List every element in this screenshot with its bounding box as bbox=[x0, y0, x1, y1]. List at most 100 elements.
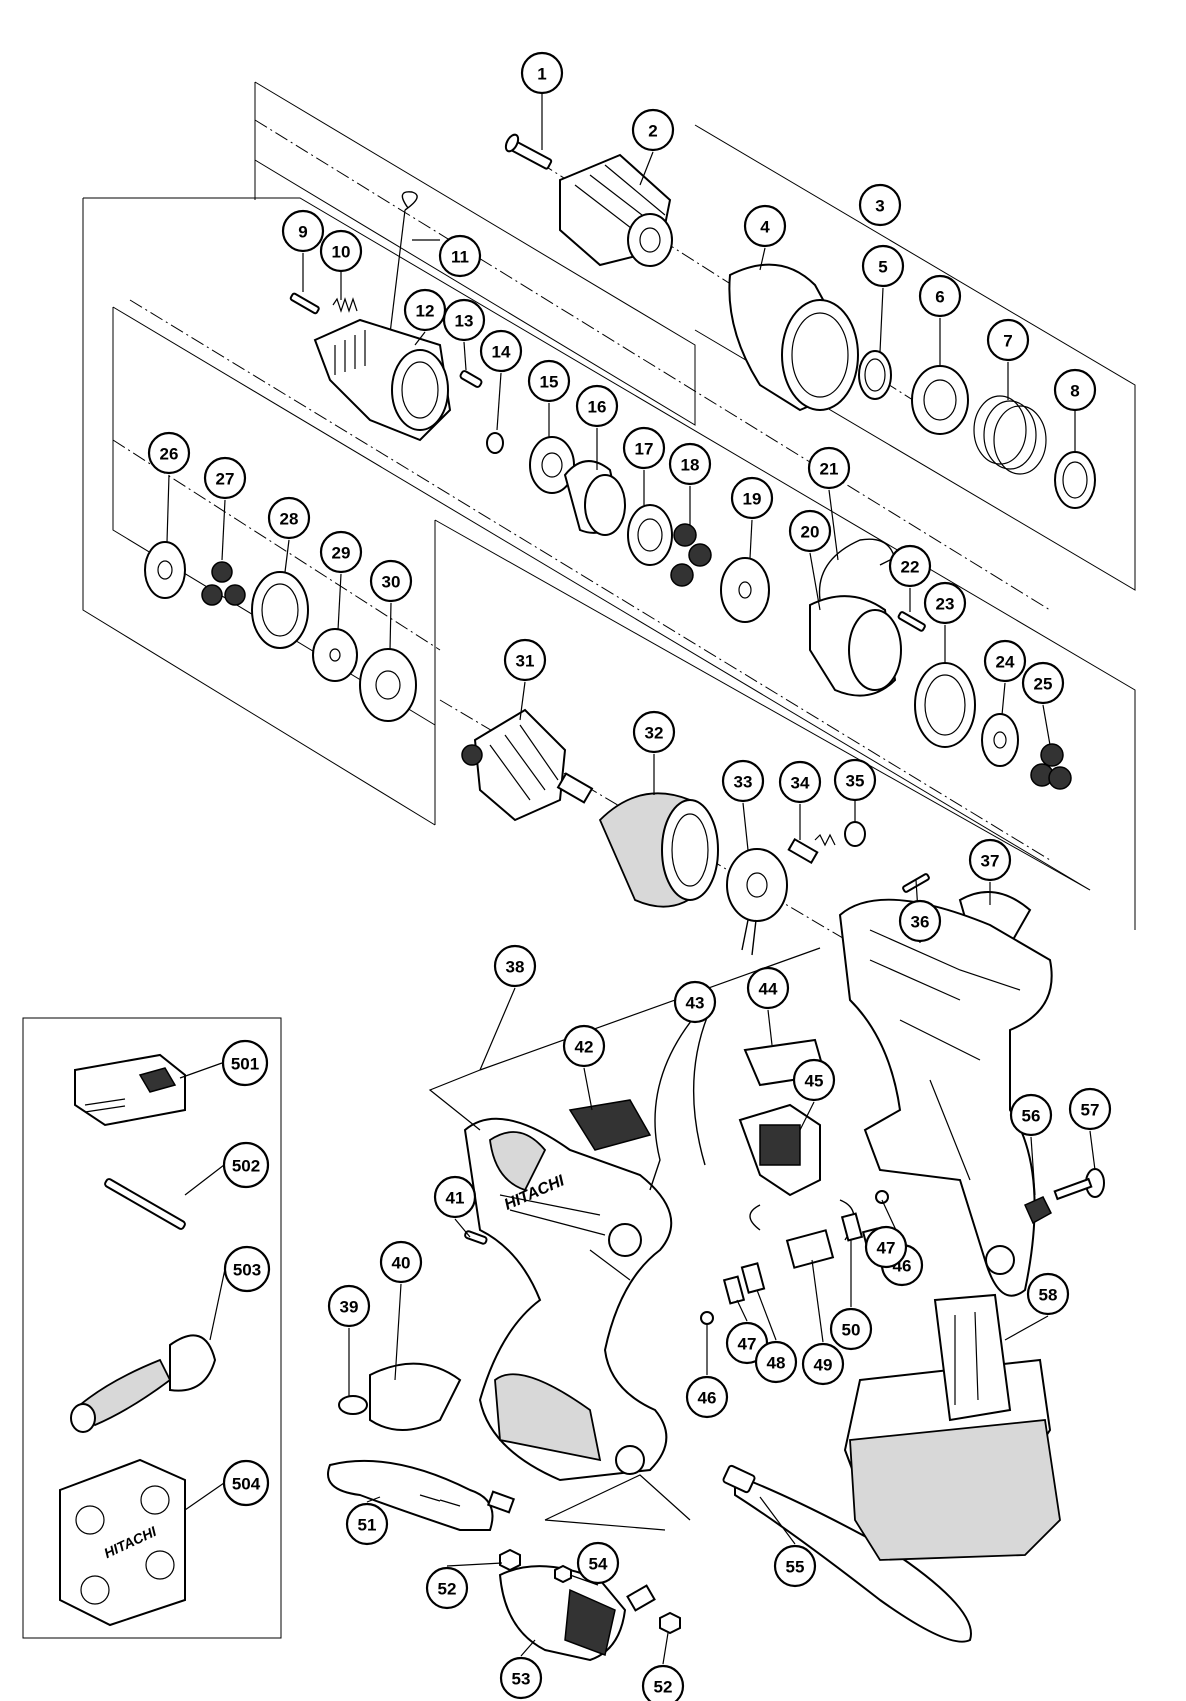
part-carrier-15 bbox=[529, 436, 575, 494]
callout-circle bbox=[425, 1566, 469, 1610]
callout-number: 4 bbox=[760, 218, 770, 237]
callout-5: 5 bbox=[861, 244, 905, 288]
callout-52: 52 bbox=[641, 1664, 685, 1701]
callout-12: 12 bbox=[403, 288, 447, 332]
callout-number: 36 bbox=[911, 913, 930, 932]
callout-7: 7 bbox=[986, 318, 1030, 362]
callout-number: 43 bbox=[686, 994, 705, 1013]
callout-number: 49 bbox=[814, 1356, 833, 1375]
callout-number: 1 bbox=[537, 65, 546, 84]
callout-number: 17 bbox=[635, 440, 654, 459]
part-retaining-ring-5 bbox=[858, 350, 892, 400]
part-bit-holder-53 bbox=[498, 1565, 656, 1662]
callout-45: 45 bbox=[792, 1058, 836, 1102]
part-strap-55 bbox=[722, 1464, 972, 1643]
callout-number: 501 bbox=[231, 1055, 259, 1074]
callout-501: 501 bbox=[221, 1039, 269, 1087]
callout-number: 42 bbox=[575, 1038, 594, 1057]
callout-circle bbox=[203, 456, 247, 500]
part-nut-54 bbox=[554, 1564, 572, 1584]
callout-3: 3 bbox=[858, 183, 902, 227]
callout-number: 53 bbox=[512, 1670, 531, 1689]
callout-circle bbox=[622, 426, 666, 470]
part-pin-9 bbox=[289, 292, 320, 315]
part-pin-13 bbox=[459, 370, 483, 388]
part-ring-gear-28 bbox=[251, 571, 309, 649]
callout-circle bbox=[499, 1656, 543, 1700]
callout-number: 55 bbox=[786, 1558, 805, 1577]
callout-number: 58 bbox=[1039, 1286, 1058, 1305]
part-spring-10 bbox=[332, 297, 358, 313]
callout-circle bbox=[438, 234, 482, 278]
callout-number: 12 bbox=[416, 302, 435, 321]
callout-circle bbox=[685, 1375, 729, 1419]
callout-circle bbox=[668, 442, 712, 486]
callout-number: 37 bbox=[981, 852, 1000, 871]
callout-30: 30 bbox=[369, 559, 413, 603]
callout-number: 504 bbox=[232, 1475, 261, 1494]
callout-number: 48 bbox=[767, 1354, 786, 1373]
callout-number: 2 bbox=[648, 122, 657, 141]
part-grommet-43 bbox=[649, 994, 714, 1191]
callout-502: 502 bbox=[222, 1141, 270, 1189]
part-washer-19 bbox=[720, 557, 770, 623]
part-slide-switch-42 bbox=[568, 1099, 652, 1151]
callout-number: 21 bbox=[820, 460, 839, 479]
part-brush-cap-35 bbox=[844, 821, 866, 847]
callout-41: 41 bbox=[433, 1175, 477, 1219]
group-frames bbox=[82, 81, 1136, 930]
callout-58: 58 bbox=[1026, 1272, 1070, 1316]
callout-number: 29 bbox=[332, 544, 351, 563]
callout-26: 26 bbox=[147, 431, 191, 475]
callout-number: 33 bbox=[734, 773, 753, 792]
part-brush-holder-33 bbox=[726, 848, 788, 956]
part-screw-1 bbox=[504, 133, 553, 170]
callout-circle bbox=[327, 1284, 371, 1328]
callout-18: 18 bbox=[668, 442, 712, 486]
callout-circle bbox=[632, 710, 676, 754]
callout-number: 28 bbox=[280, 510, 299, 529]
callout-circle bbox=[493, 944, 537, 988]
callout-circle bbox=[641, 1664, 685, 1701]
callout-13: 13 bbox=[442, 298, 486, 342]
callout-number: 13 bbox=[455, 312, 474, 331]
callout-circle bbox=[864, 1225, 908, 1269]
accessory-side-handle bbox=[70, 1334, 217, 1433]
callout-21: 21 bbox=[807, 446, 851, 490]
callout-57: 57 bbox=[1068, 1087, 1112, 1131]
callout-number: 25 bbox=[1034, 675, 1053, 694]
callout-circle bbox=[379, 1240, 423, 1284]
callout-number: 57 bbox=[1081, 1101, 1100, 1120]
callout-circle bbox=[923, 581, 967, 625]
callout-circle bbox=[746, 966, 790, 1010]
callout-circle bbox=[221, 1039, 269, 1087]
callout-49: 49 bbox=[801, 1342, 845, 1386]
accessory-charger bbox=[74, 1053, 186, 1127]
part-nut-52a bbox=[499, 1548, 521, 1572]
part-housing-left: HITACHI bbox=[463, 1117, 673, 1482]
callout-14: 14 bbox=[479, 329, 523, 373]
callout-number: 40 bbox=[392, 1254, 411, 1273]
callout-16: 16 bbox=[575, 384, 619, 428]
callout-number: 50 bbox=[842, 1321, 861, 1340]
callout-number: 19 bbox=[743, 490, 762, 509]
callout-number: 503 bbox=[233, 1261, 261, 1280]
callout-55: 55 bbox=[773, 1544, 817, 1588]
callout-circle bbox=[918, 274, 962, 318]
callout-circle bbox=[898, 899, 942, 943]
callout-circle bbox=[281, 209, 325, 253]
callout-15: 15 bbox=[527, 359, 571, 403]
callout-number: 51 bbox=[358, 1516, 377, 1535]
callout-circle bbox=[792, 1058, 836, 1102]
callout-number: 22 bbox=[901, 558, 920, 577]
callout-22: 22 bbox=[888, 544, 932, 588]
callout-37: 37 bbox=[968, 838, 1012, 882]
part-armature-31 bbox=[461, 708, 594, 822]
callout-circle bbox=[319, 229, 363, 273]
part-screw-22 bbox=[897, 611, 926, 632]
callout-38: 38 bbox=[493, 944, 537, 988]
callout-circle bbox=[721, 759, 765, 803]
callout-40: 40 bbox=[379, 1240, 423, 1284]
